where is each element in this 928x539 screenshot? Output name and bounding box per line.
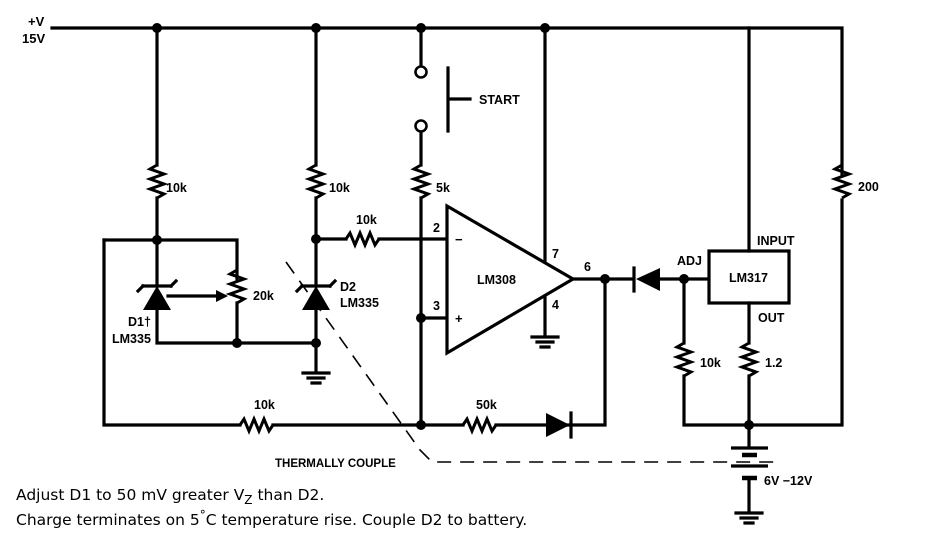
r5-value: 10k: [254, 398, 275, 412]
note2-degree: °: [200, 508, 206, 522]
wire: [556, 277, 607, 427]
opamp-part: LM308: [477, 273, 516, 287]
opamp-pin4: 4: [552, 298, 559, 312]
wire: [102, 238, 239, 282]
supply-label-15v: 15V: [22, 31, 45, 46]
opamp-minus: −: [455, 232, 463, 247]
r8-value: 10k: [700, 356, 721, 370]
opamp-pin2: 2: [433, 221, 440, 235]
diode-adj: [636, 268, 660, 291]
wire: [155, 308, 318, 345]
r4-value: 10k: [356, 213, 377, 227]
r1-value: 10k: [166, 181, 187, 195]
resistor-r5: [238, 415, 275, 435]
zener-d2-wings: [294, 278, 338, 294]
out-label: OUT: [758, 311, 785, 325]
d1-ref: D1†: [128, 315, 151, 329]
diode-feedback: [546, 413, 570, 437]
ground-icon: [734, 511, 764, 525]
start-pushbutton[interactable]: [446, 66, 472, 133]
r2-value: 10k: [329, 181, 350, 195]
thermal-label: THERMALLY COUPLE: [275, 458, 396, 470]
note-line-1: Adjust D1 to 50 mV greater VZ than D2.: [16, 486, 324, 507]
junction: [744, 420, 754, 430]
switch-contact-bottom: [414, 119, 428, 133]
regulator-part: LM317: [729, 271, 768, 285]
resistor-r7: [830, 163, 854, 200]
resistor-r4: [344, 229, 381, 249]
switch-contact-top: [414, 65, 428, 79]
junction: [232, 338, 242, 348]
note-line-2: Charge terminates on 5°C temperature ris…: [16, 508, 527, 529]
r6-value: 50k: [476, 398, 497, 412]
pot-value: 20k: [253, 289, 274, 303]
resistor-r2: [304, 163, 328, 200]
d2-part: LM335: [340, 296, 379, 310]
resistor-r9: [737, 341, 761, 378]
opamp-lm308: [445, 203, 577, 356]
note1-text-end: than D2.: [253, 486, 325, 504]
zener-diode-d1: [143, 286, 171, 310]
opamp-pin7: 7: [552, 247, 559, 261]
potentiometer-20k: [225, 268, 249, 305]
adj-label: ADJ: [677, 254, 702, 268]
zener-d1-wings: [135, 278, 179, 294]
r3-value: 5k: [436, 181, 450, 195]
wiper-arrow-icon: [216, 290, 228, 302]
d2-ref: D2: [340, 280, 356, 294]
opamp-pin6: 6: [584, 260, 591, 274]
r7-value: 200: [858, 180, 879, 194]
resistor-r6: [461, 415, 498, 435]
note2-text-end: C temperature rise. Couple D2 to battery…: [206, 511, 528, 529]
supply-label-v: +V: [28, 14, 45, 29]
d1-part: LM335: [112, 332, 151, 346]
note2-text: Charge terminates on 5: [16, 511, 200, 529]
battery-label: 6V −12V: [764, 474, 813, 488]
start-label: START: [479, 93, 520, 107]
input-label: INPUT: [757, 234, 795, 248]
resistor-r3: [409, 163, 433, 200]
resistor-r8: [672, 341, 696, 378]
note1-subscript: Z: [244, 493, 252, 507]
opamp-pin3: 3: [433, 299, 440, 313]
resistor-r1: [145, 163, 169, 200]
r9-value: 1.2: [765, 356, 782, 370]
ground-icon: [301, 371, 331, 385]
wire: [102, 238, 242, 427]
thermal-coupling-line: [285, 261, 775, 463]
opamp-plus: +: [455, 311, 463, 326]
zener-diode-d2: [302, 286, 330, 310]
junction: [311, 338, 321, 348]
note1-text: Adjust D1 to 50 mV greater V: [16, 486, 245, 504]
ground-icon: [530, 335, 560, 349]
wire: [682, 198, 844, 427]
